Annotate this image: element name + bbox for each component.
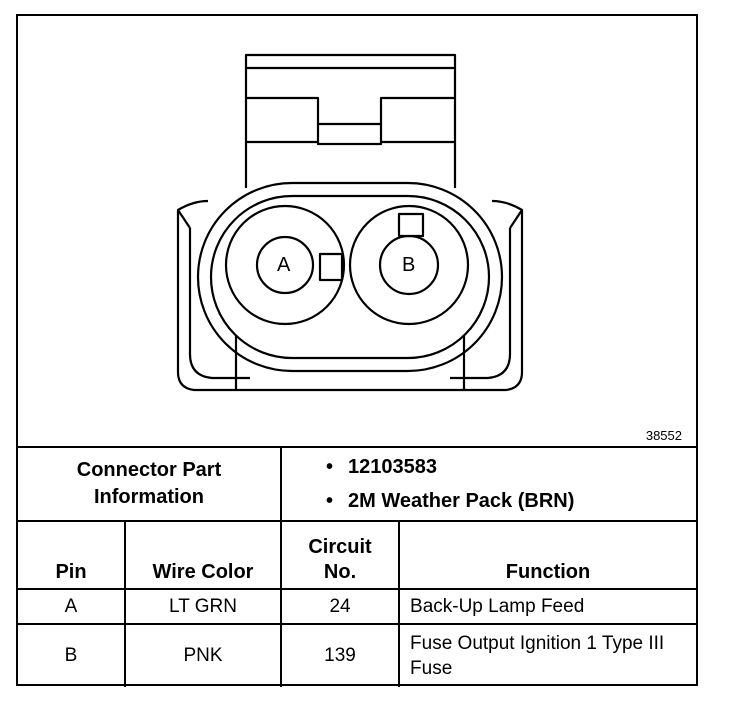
circuit-cell: 139 (280, 623, 401, 687)
connector-table: Connector Part Information •12103583 •2M… (18, 446, 697, 687)
connector-drawing (176, 53, 524, 392)
pin-label-b: B (402, 254, 416, 276)
key-b (397, 212, 425, 238)
function-cell: Fuse Output Ignition 1 Type III Fuse (398, 623, 697, 687)
shell-outline (176, 199, 524, 392)
pin-cell: A (18, 588, 126, 625)
wire-color-cell: PNK (123, 623, 283, 687)
figure-id: 38552 (645, 428, 682, 443)
header-pin: Pin (18, 520, 126, 590)
part-info-row: Connector Part Information •12103583 •2M… (18, 446, 697, 522)
key-a (318, 252, 344, 282)
face-outer (196, 181, 504, 373)
face-inner (209, 194, 491, 360)
cavity-a-outer (224, 204, 346, 326)
pin-cell: B (18, 623, 126, 687)
part-info-values: •12103583 •2M Weather Pack (BRN) (280, 446, 697, 522)
table-row: A LT GRN 24 Back-Up Lamp Feed (18, 588, 697, 625)
cavity-b-outer (348, 204, 470, 326)
header-row: Pin Wire Color Circuit No. Function (18, 520, 697, 590)
table-row: B PNK 139 Fuse Output Ignition 1 Type II… (18, 623, 697, 687)
part-info-label: Connector Part Information (18, 446, 283, 522)
cavity-a-inner (255, 235, 315, 295)
circuit-cell: 24 (280, 588, 401, 625)
pin-label-a: A (277, 254, 291, 276)
header-function: Function (398, 520, 697, 590)
diagram-frame: A B 38552 Connector Part Information •12… (16, 14, 698, 687)
part-description: •2M Weather Pack (BRN) (326, 490, 575, 512)
header-wire-color: Wire Color (123, 520, 283, 590)
part-number: •12103583 (326, 456, 437, 478)
latch-notch (246, 96, 455, 146)
latch-outline (244, 53, 457, 188)
function-cell: Back-Up Lamp Feed (398, 588, 697, 625)
connector-figure: A B 38552 (18, 16, 696, 446)
wire-color-cell: LT GRN (123, 588, 283, 625)
header-circuit-no: Circuit No. (280, 520, 401, 590)
